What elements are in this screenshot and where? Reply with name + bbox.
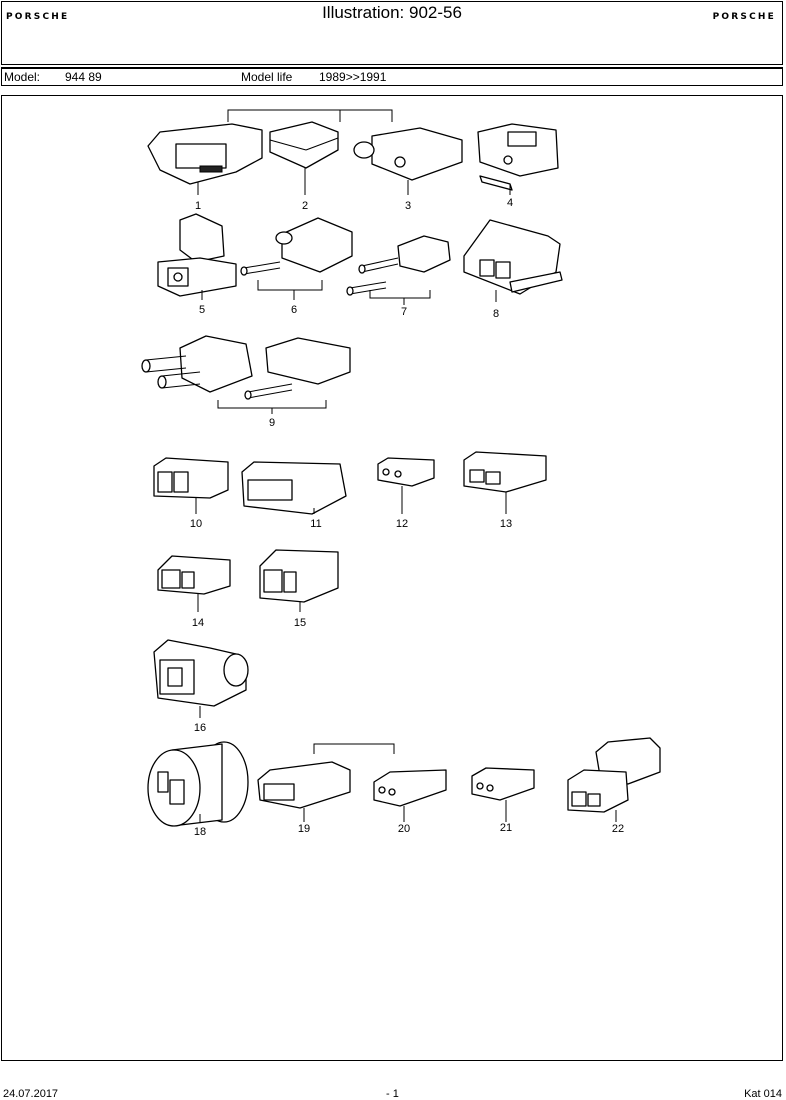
part-2-connector[interactable] (269, 121, 339, 195)
model-life-value: 1989>>1991 (319, 70, 387, 84)
part-3-connector[interactable] (353, 127, 463, 195)
part-21-connector[interactable] (471, 767, 535, 822)
part-7-connector[interactable] (346, 235, 451, 305)
bracket-line-19-20 (313, 743, 395, 754)
bracket-line-2-3 (339, 109, 393, 122)
footer-catalog-code: Kat 014 (744, 1088, 782, 1100)
part-label-19: 19 (298, 823, 310, 835)
part-label-11: 11 (310, 518, 321, 530)
part-19-connector[interactable] (257, 761, 351, 822)
part-label-4: 4 (507, 197, 513, 209)
part-6-connector[interactable] (240, 217, 353, 300)
part-label-15: 15 (294, 617, 306, 629)
part-14-connector[interactable] (157, 555, 231, 612)
part-label-14: 14 (192, 617, 204, 629)
part-18-connector[interactable] (147, 741, 249, 827)
bracket-line-1-2 (227, 109, 341, 122)
part-1-connector[interactable] (147, 123, 263, 195)
part-label-9: 9 (269, 417, 275, 429)
part-label-8: 8 (493, 308, 499, 320)
part-15-connector[interactable] (259, 549, 339, 612)
part-11-connector[interactable] (241, 461, 347, 515)
porsche-logo-right: PORSCHE (712, 12, 776, 22)
part-label-10: 10 (190, 518, 202, 530)
part-8-connector[interactable] (463, 219, 563, 302)
header-box: PORSCHE Illustration: 902-56 PORSCHE (1, 1, 783, 65)
model-bar: Model: 944 89 Model life 1989>>1991 (1, 67, 783, 86)
part-10-connector[interactable] (153, 457, 229, 514)
part-label-13: 13 (500, 518, 512, 530)
part-label-7: 7 (401, 306, 407, 318)
part-12-connector[interactable] (377, 457, 435, 514)
porsche-logo-left: PORSCHE (6, 12, 70, 22)
illustration-frame (1, 95, 783, 1061)
part-label-20: 20 (398, 823, 410, 835)
part-label-16: 16 (194, 722, 206, 734)
part-label-22: 22 (612, 823, 624, 835)
part-20-connector[interactable] (373, 769, 447, 822)
page-title: Illustration: 902-56 (322, 3, 462, 22)
part-label-21: 21 (500, 822, 512, 834)
part-label-5: 5 (199, 304, 205, 316)
part-label-3: 3 (405, 200, 411, 212)
part-label-6: 6 (291, 304, 297, 316)
part-label-18: 18 (194, 826, 206, 838)
part-9-connector[interactable] (141, 335, 351, 414)
part-4-connector[interactable] (477, 123, 559, 195)
part-label-2: 2 (302, 200, 308, 212)
footer-date: 24.07.2017 (3, 1088, 59, 1100)
footer-page-number: - 1 (386, 1088, 399, 1100)
part-16-connector[interactable] (153, 639, 249, 718)
part-22-connector[interactable] (567, 737, 661, 822)
part-13-connector[interactable] (463, 451, 547, 514)
part-label-12: 12 (396, 518, 408, 530)
part-label-1: 1 (195, 200, 201, 212)
part-5-connector[interactable] (157, 213, 237, 300)
model-label: Model: (4, 70, 41, 84)
model-value: 944 89 (65, 70, 102, 84)
model-life-label: Model life (241, 70, 293, 84)
